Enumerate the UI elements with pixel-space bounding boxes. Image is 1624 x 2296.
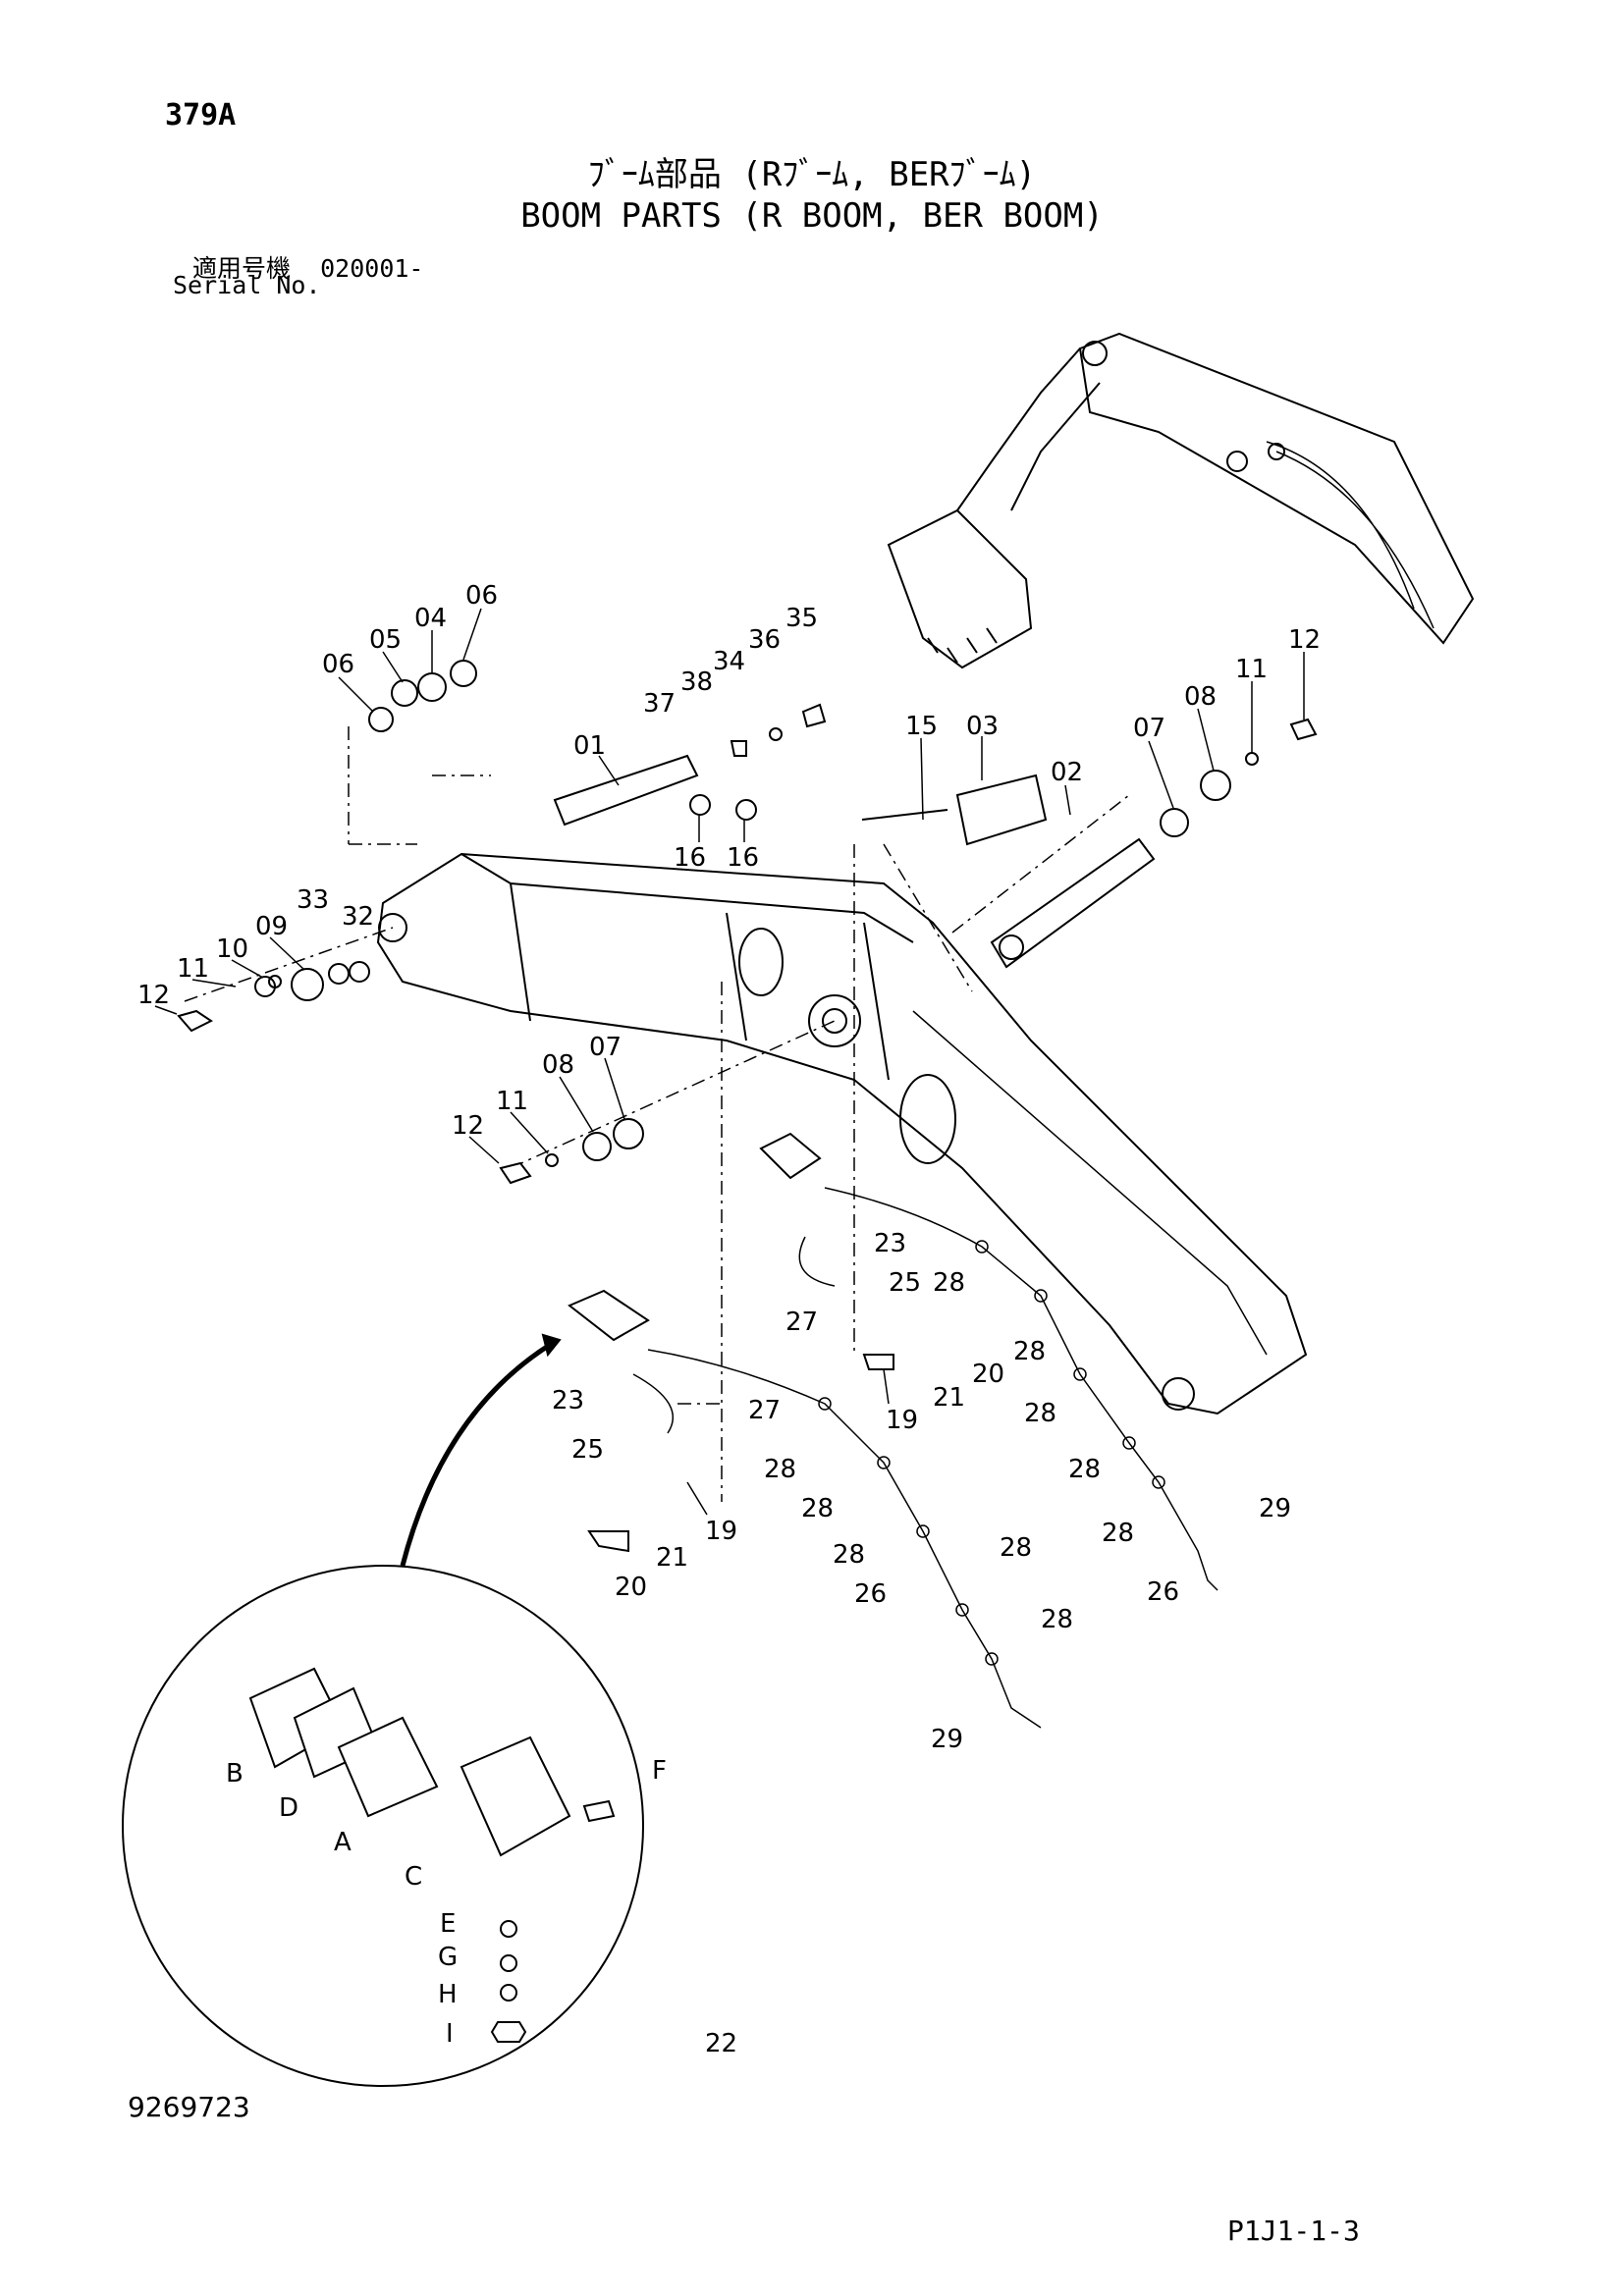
callout-35: 35 [785,604,818,633]
callout-15: 15 [905,712,938,741]
callout-12-left: 12 [137,981,170,1010]
title-japanese: ﾌﾞｰﾑ部品 (Rﾌﾞｰﾑ, BERﾌﾞｰﾑ) [587,155,1037,194]
callout-07-right: 07 [1133,714,1165,743]
callout-26-left: 26 [854,1579,887,1609]
callout-06-left: 06 [322,650,354,679]
leader-lines [154,608,1305,1516]
callout-23-upper: 23 [874,1229,906,1258]
callout-38: 38 [680,667,713,697]
callout-27-lower: 27 [748,1396,781,1425]
callout-11-right: 11 [1235,655,1268,684]
callout-09: 09 [255,912,288,941]
callout-04: 04 [414,604,447,633]
boom-pins-and-hardware [177,660,1318,1185]
serial-value: 020001- [320,254,424,283]
lamp-wiring-harness [568,1132,1218,1729]
callout-B: B [226,1759,244,1789]
callout-19-lower: 19 [705,1517,737,1546]
callout-34: 34 [713,647,745,676]
excavator-overview-illustration [887,332,1475,669]
callout-06-right: 06 [465,581,498,611]
callout-28-3: 28 [1024,1399,1056,1428]
callout-21-upper: 21 [933,1383,965,1413]
serial-label-en: Serial No. [173,271,321,299]
drawing-number: 9269723 [128,2091,250,2123]
callout-28-5: 28 [1102,1519,1134,1548]
callout-01: 01 [573,731,606,761]
callout-33: 33 [297,885,329,915]
callout-16-right: 16 [727,843,759,873]
callout-H: H [438,1980,458,2009]
callout-I: I [446,2019,454,2049]
callout-11-mid: 11 [496,1087,528,1116]
callout-12-right: 12 [1288,625,1321,655]
callout-28-7: 28 [801,1494,834,1523]
callout-28-9: 28 [1000,1533,1032,1563]
callout-A: A [334,1828,352,1857]
boom-structure [376,852,1308,1415]
serial-label-jp: 適用号機 [192,254,292,283]
callout-28-1: 28 [933,1268,965,1298]
callout-12-mid: 12 [452,1111,484,1141]
callout-36: 36 [748,625,781,655]
callout-11-left: 11 [177,954,209,984]
callout-19-upper: 19 [886,1406,918,1435]
callout-labels: 01 02 03 04 05 06 06 07 07 08 08 09 10 1… [137,581,1321,2058]
callout-16-left: 16 [674,843,706,873]
title-english: BOOM PARTS (R BOOM, BER BOOM) [520,196,1104,236]
callout-28-8: 28 [833,1540,865,1570]
callout-10: 10 [216,934,248,964]
callout-08-left: 08 [542,1050,574,1080]
callout-D: D [279,1793,298,1823]
callout-E: E [440,1909,456,1939]
callout-F: F [652,1756,667,1786]
callout-08-right: 08 [1184,682,1217,712]
callout-21-lower: 21 [656,1543,688,1573]
callout-29-left: 29 [931,1725,963,1754]
callout-20-lower: 20 [615,1573,647,1602]
callout-25-lower: 25 [571,1435,604,1465]
callout-28-6: 28 [764,1455,796,1484]
callout-26-right: 26 [1147,1577,1179,1607]
callout-02: 02 [1051,758,1083,787]
callout-G: G [438,1943,458,1972]
callout-27-upper: 27 [785,1308,818,1337]
lamp-detail-view [122,1333,644,2087]
callout-22: 22 [705,2029,737,2058]
page-number: 379A [165,98,237,133]
serial-applicability: 適用号機 020001- [192,249,423,285]
callout-28-4: 28 [1068,1455,1101,1484]
callout-37: 37 [643,689,676,719]
callout-23-lower: 23 [552,1386,584,1415]
callout-28-2: 28 [1013,1337,1046,1366]
callout-28-10: 28 [1041,1605,1073,1634]
center-lines [184,726,1130,1502]
callout-05: 05 [369,625,402,655]
sheet-code: P1J1-1-3 [1227,2215,1360,2247]
callout-32: 32 [342,902,374,932]
callout-20-upper: 20 [972,1360,1004,1389]
callout-C: C [405,1862,422,1892]
callout-25-upper: 25 [889,1268,921,1298]
callout-07-left: 07 [589,1033,622,1062]
callout-29-right: 29 [1259,1494,1291,1523]
